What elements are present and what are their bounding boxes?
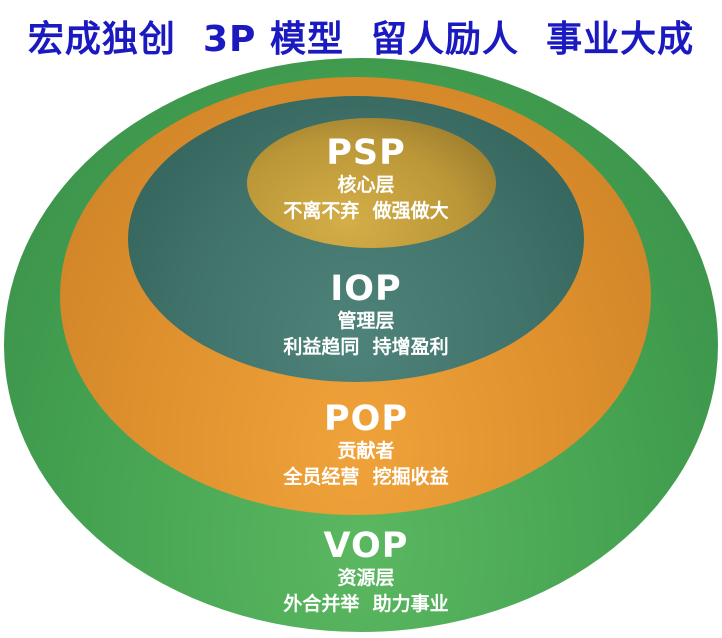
layer-label-iop: IOP 管理层 利益趋同 持增盈利: [166, 270, 566, 360]
layer-name-vop: VOP: [323, 526, 409, 566]
layer-role-pop: 贡献者: [337, 440, 395, 462]
layer-role-iop: 管理层: [337, 310, 395, 332]
layer-slogan-vop: 外合并举 助力事业: [283, 593, 449, 615]
layer-label-pop: POP 贡献者 全员经营 挖掘收益: [166, 400, 566, 490]
layer-name-psp: PSP: [326, 133, 406, 173]
layer-name-pop: POP: [323, 399, 409, 439]
layer-slogan-iop: 利益趋同 持增盈利: [283, 336, 449, 358]
layer-name-iop: IOP: [330, 269, 402, 309]
diagram-title: 宏成独创 3P 模型 留人励人 事业大成: [27, 19, 695, 60]
layer-slogan-pop: 全员经营 挖掘收益: [283, 466, 449, 488]
layer-ellipse-psp: [247, 118, 496, 248]
layer-role-vop: 资源层: [337, 567, 395, 589]
layer-slogan-psp: 不离不弃 做强做大: [283, 200, 449, 222]
layer-role-psp: 核心层: [337, 174, 395, 196]
layer-label-psp: PSP 核心层 不离不弃 做强做大: [166, 134, 566, 224]
layer-label-vop: VOP 资源层 外合并举 助力事业: [166, 527, 566, 617]
